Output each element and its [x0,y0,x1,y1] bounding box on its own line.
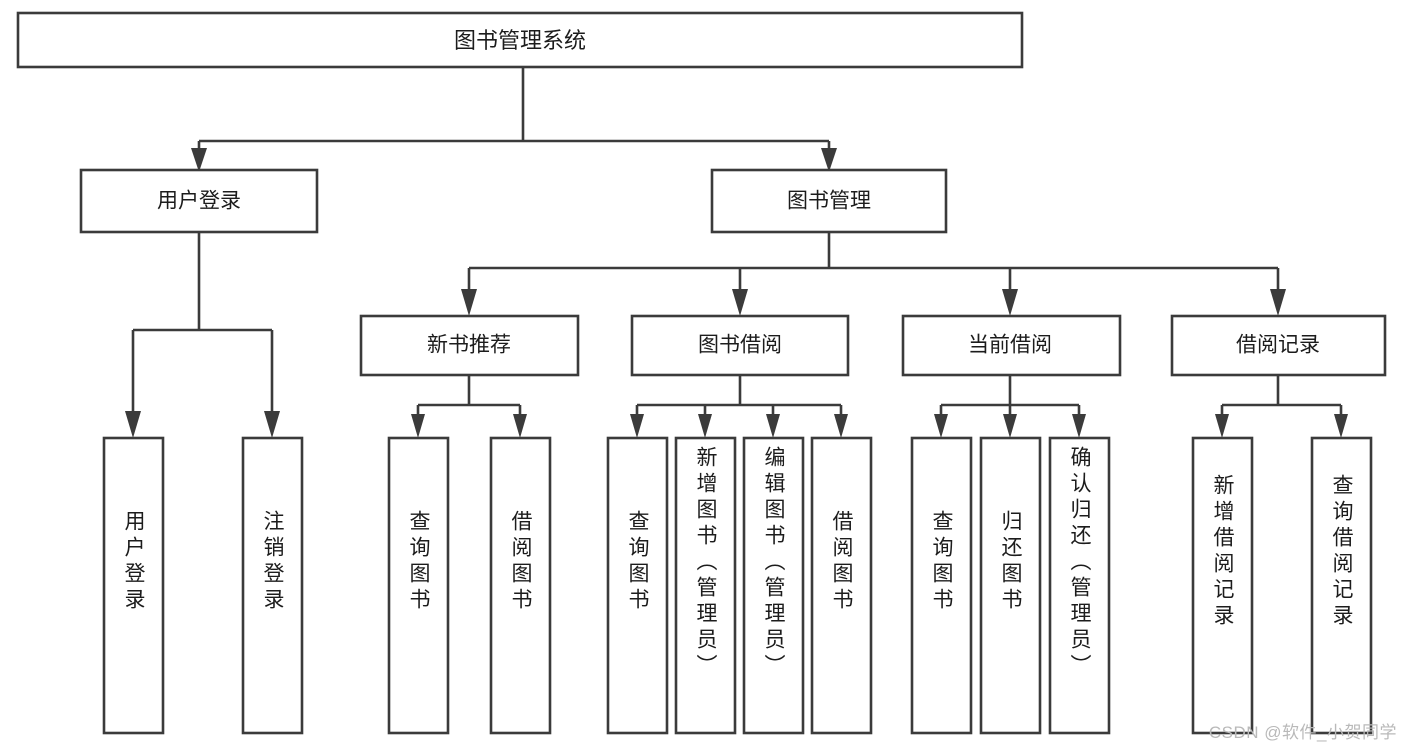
leaf-box-add-borrow-record[interactable] [1191,436,1254,735]
leaf-box-query-book-2[interactable] [606,436,669,735]
node-current-borrow[interactable] [901,314,1122,377]
arrow-to-leaf-borrow-book-1 [513,414,527,438]
node-book-borrow[interactable] [630,314,850,377]
node-new-book-recommend-label: 新书推荐 [427,334,511,357]
arrow-to-records [1270,289,1286,316]
node-borrow-records-label: 借阅记录 [1236,334,1320,357]
arrow-to-leaf-return-book [1003,414,1017,438]
arrow-to-newbook [461,289,477,316]
leaf-box-query-book-3[interactable] [910,436,973,735]
arrow-to-current [1002,289,1018,316]
arrow-to-leaf-query-book-1 [411,414,425,438]
node-borrow-records[interactable] [1170,314,1387,377]
arrow-to-user-login [191,148,207,172]
leaf-box-user-login[interactable] [102,436,165,735]
arrow-to-leaf-query-book-3 [934,414,948,438]
arrow-to-leaf-borrow-book-2 [834,414,848,438]
node-user-login-label: 用户登录 [157,190,241,213]
arrow-to-leaf-query-book-2 [630,414,644,438]
arrow-to-leaf-add-book [698,414,712,438]
csdn-watermark: CSDN @软件_小贺同学 [1208,723,1397,742]
node-user-login[interactable] [79,168,319,234]
leaf-box-borrow-book-1[interactable] [489,436,552,735]
arrow-to-borrow [732,289,748,316]
leaf-box-return-book[interactable] [979,436,1042,735]
arrow-to-leaf-confirm-return [1072,414,1086,438]
arrow-to-book-mgmt [821,148,837,172]
node-current-borrow-label: 当前借阅 [968,334,1052,357]
arrow-to-leaf-add-record [1215,414,1229,438]
arrow-to-leaf-logout [264,411,280,438]
node-root-label: 图书管理系统 [454,28,586,53]
node-book-borrow-label: 图书借阅 [698,334,782,357]
leaf-box-query-borrow-record[interactable] [1310,436,1373,735]
arrow-to-leaf-edit-book [766,414,780,438]
leaf-box-edit-book-admin[interactable] [742,436,805,735]
arrow-to-leaf-query-record [1334,414,1348,438]
node-book-management-label: 图书管理 [787,190,871,213]
node-book-management[interactable] [710,168,948,234]
arrow-to-leaf-user-login [125,411,141,438]
leaf-box-borrow-book-2[interactable] [810,436,873,735]
leaf-box-query-book-1[interactable] [387,436,450,735]
leaf-box-logout[interactable] [241,436,304,735]
leaf-box-add-book-admin[interactable] [674,436,737,735]
leaf-box-confirm-return-admin[interactable] [1048,436,1111,735]
node-new-book-recommend[interactable] [359,314,580,377]
node-root-book-management-system[interactable] [16,11,1024,69]
